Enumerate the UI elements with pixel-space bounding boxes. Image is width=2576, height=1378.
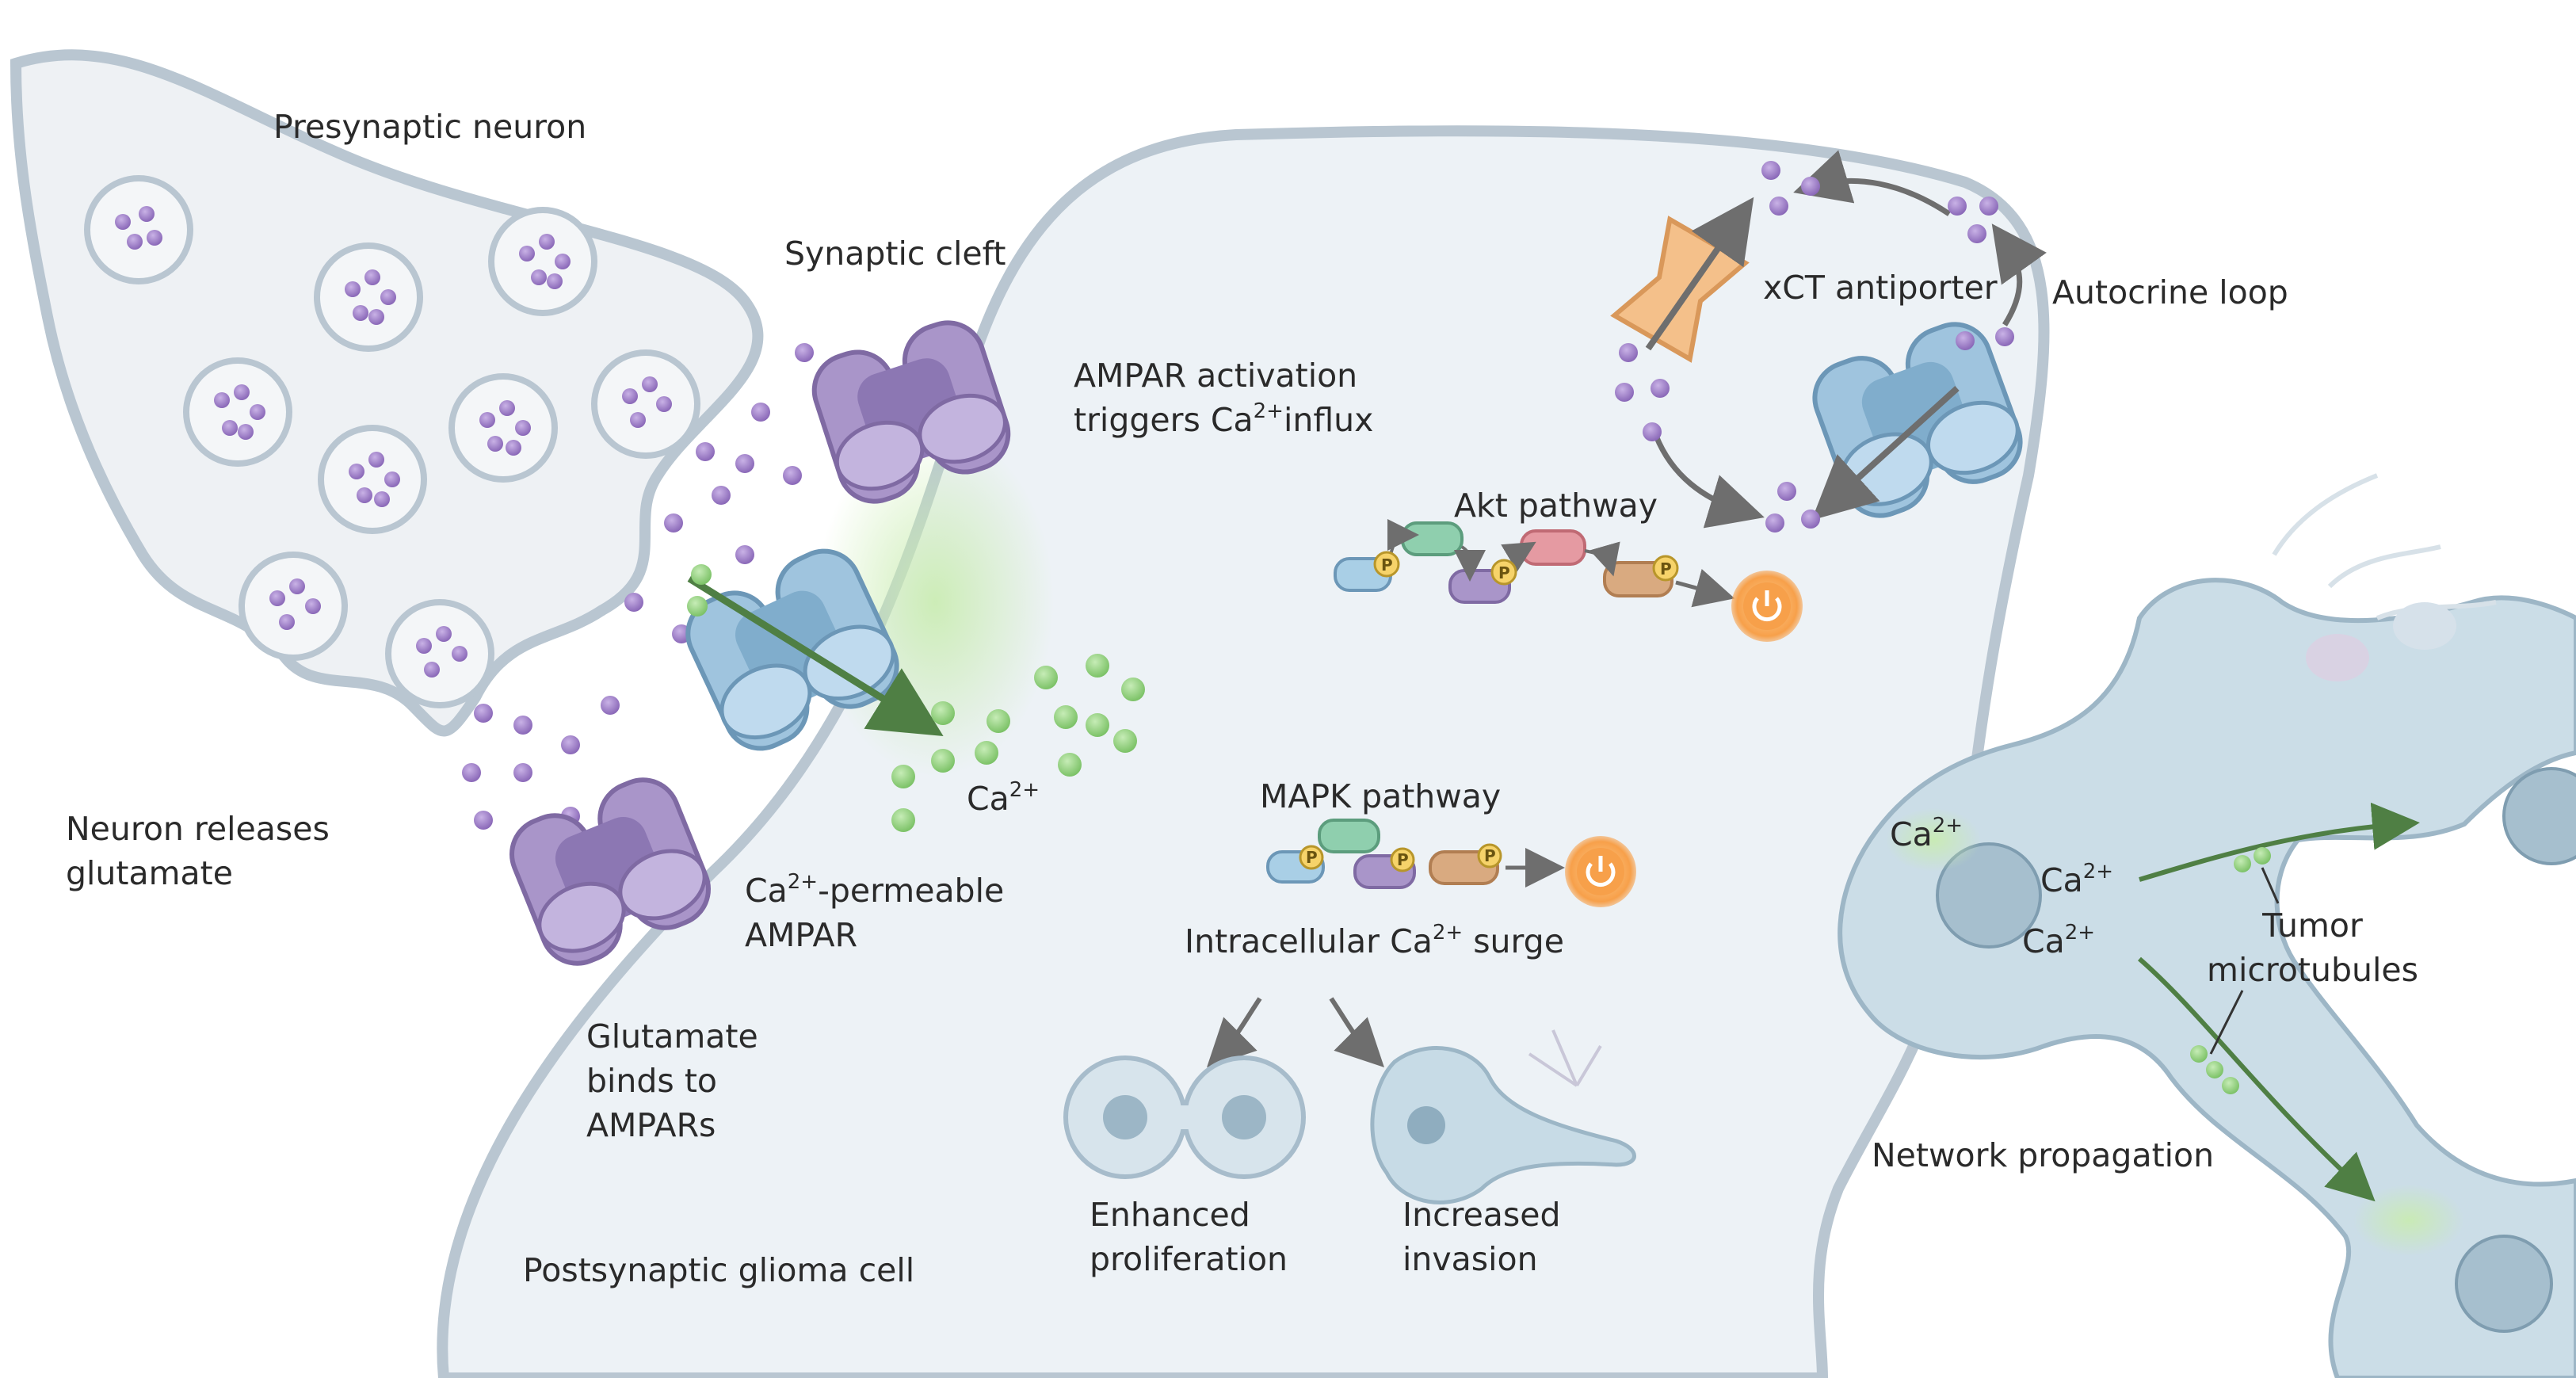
tumor-cell-nucleus (2455, 1235, 2553, 1333)
vesicle-glutamate (115, 206, 672, 678)
ampar-receptor-autocrine (1812, 322, 2023, 518)
label-increased-invasion: Increased invasion (1402, 1196, 1561, 1278)
akt-protein (1401, 521, 1464, 556)
akt-pathway-cascade: P P P (1334, 519, 1735, 608)
ampar-activation-line2: triggers Ca2+influx (1074, 399, 1374, 439)
label-network-propagation: Network propagation (1872, 1136, 2215, 1174)
presynaptic-neuron-membrane (10, 49, 764, 737)
xct-transport-arrow (1645, 197, 1754, 351)
label-calcium: Ca2+ (967, 778, 1040, 818)
label-enhanced-proliferation: Enhanced proliferation (1090, 1196, 1288, 1278)
label-ca-cell-2: Ca2+ (2040, 860, 2114, 899)
vesicle (488, 207, 597, 316)
dividing-cells-icon (1063, 1055, 1306, 1179)
tumor-cell-nucleus (1936, 842, 2042, 949)
phospho-tag: P (1498, 563, 1510, 582)
vesicle (448, 373, 558, 483)
calcium-ions (687, 564, 1145, 832)
label-akt-pathway: Akt pathway (1454, 487, 1658, 525)
ampar-activation-line1: AMPAR activation (1074, 357, 1358, 395)
label-autocrine-loop: Autocrine loop (2052, 273, 2288, 311)
vesicle (183, 357, 292, 467)
proliferation-arrow (1207, 997, 1262, 1067)
label-ampar-activation: AMPAR activation triggers Ca2+influx (1074, 353, 1373, 442)
label-mapk-pathway: MAPK pathway (1260, 777, 1502, 815)
autocrine-glutamate (1615, 161, 2014, 532)
phospho-tag: P (1660, 559, 1672, 578)
calcium-influx-arrow (687, 575, 944, 736)
mapk-protein (1318, 819, 1380, 853)
autocrine-ampar-arrow (1811, 386, 1960, 521)
label-xct-antiporter: xCT antiporter (1763, 269, 1998, 307)
label-synaptic-cleft: Synaptic cleft (784, 235, 1006, 273)
vesicle (318, 425, 427, 534)
label-ca-cell-3: Ca2+ (2022, 921, 2096, 960)
vesicle (314, 242, 423, 352)
phospho-tag: P (1484, 846, 1496, 865)
phospho-tag: P (1306, 848, 1318, 867)
autocrine-loop-arrow-left (1653, 434, 1765, 529)
akt-protein (1520, 529, 1586, 566)
tumor-cell-nucleus (2502, 767, 2576, 865)
label-ca-cell-1: Ca2+ (1890, 814, 1963, 853)
invasion-arrow (1329, 997, 1384, 1067)
vesicle (591, 349, 700, 459)
tumor-microtubule-pointer (2209, 990, 2244, 1055)
phospho-tag: P (1397, 850, 1409, 869)
label-presynaptic-neuron: Presynaptic neuron (273, 108, 587, 146)
vesicle (84, 175, 193, 284)
autocrine-loop-arrow-top (1793, 150, 1951, 216)
ampar-receptor-blue (685, 548, 899, 751)
autocrine-loop-arrow-right (1991, 223, 2047, 326)
label-tumor-microtubules: Tumor microtubules (2207, 907, 2418, 989)
mapk-power-icon (1565, 836, 1636, 907)
label-ca-permeable-ampar: Ca2+-permeable AMPAR (745, 870, 1005, 954)
ampar-receptor-bottom (509, 777, 711, 966)
vesicle (385, 599, 494, 708)
tumor-network (1838, 473, 2576, 1378)
label-neuron-releases: Neuron releases glutamate (66, 810, 330, 892)
vesicle (239, 552, 348, 661)
synaptic-vesicles (84, 175, 700, 708)
label-glutamate-binds: Glutamate binds to AMPARs (586, 1017, 758, 1144)
label-postsynaptic-glioma-cell: Postsynaptic glioma cell (523, 1251, 915, 1289)
invading-cell-icon (1370, 1029, 1636, 1204)
akt-power-icon (1731, 571, 1803, 642)
mapk-pathway-cascade: P P P (1266, 819, 1565, 889)
tumor-microtubule-pointer (2261, 867, 2280, 904)
label-intracellular-surge: Intracellular Ca2+ surge (1185, 921, 1564, 960)
phospho-tag: P (1381, 555, 1393, 574)
ampar-receptor-top (811, 320, 1011, 504)
